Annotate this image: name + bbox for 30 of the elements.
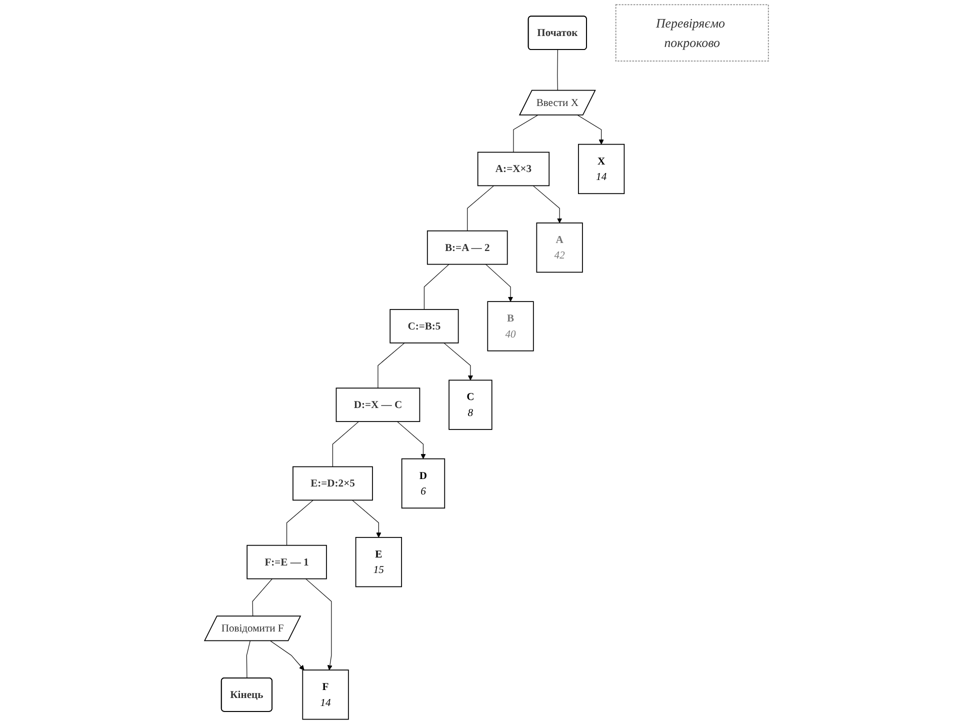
arrow [305,578,332,670]
node-box: A 42 [536,222,583,273]
node-box: D:=X — C [336,388,420,422]
arrow [396,421,426,460]
connector [424,264,450,310]
node-box: C:=B:5 [390,309,459,344]
arrow [352,500,382,538]
node-box: B 40 [487,301,534,352]
arrow [270,640,304,670]
node-box: C 8 [448,380,492,430]
arrow [485,264,514,302]
connector [378,342,405,388]
arrow [444,342,474,380]
node-box: E:=D:2×5 [292,466,373,501]
node-box: E 15 [355,536,402,588]
node-box: F:=E — 1 [246,544,327,580]
arrow [577,115,604,145]
connector [286,500,314,546]
connector [557,50,558,91]
connector [467,185,494,232]
connector [252,578,272,617]
node-box: D 6 [401,458,446,509]
node-box: X 14 [578,144,625,194]
node-box: A:=X×3 [477,152,550,186]
node-box: B:=A — 2 [426,230,508,265]
node-box: F 14 [302,670,349,720]
arrow [532,185,562,224]
node-box: Перевіряємо покроково [615,4,769,62]
connector [332,421,360,468]
connector [246,640,250,679]
